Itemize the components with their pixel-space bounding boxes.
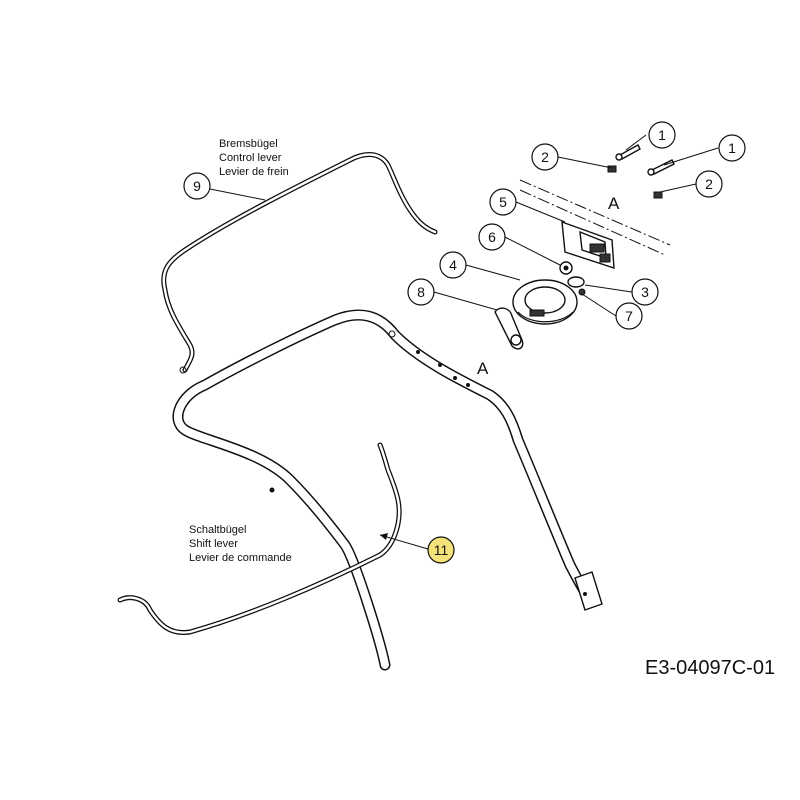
svg-text:9: 9 <box>193 178 201 194</box>
control-housing <box>561 220 615 269</box>
svg-text:6: 6 <box>488 229 496 245</box>
svg-text:4: 4 <box>449 257 457 273</box>
detail-letter-a-upper: A <box>608 194 620 213</box>
cable-reel-cover <box>512 279 578 325</box>
svg-text:3: 3 <box>641 284 649 300</box>
callout-7: 7 <box>615 302 643 330</box>
shift-lever-label-de: Schaltbügel <box>189 524 247 536</box>
cable-clip <box>494 307 524 350</box>
brake-lever-label-fr: Levier de frein <box>219 166 289 178</box>
small-parts <box>559 261 586 296</box>
detail-letter-a-lower: A <box>477 359 489 378</box>
callout-1b: 1 <box>718 134 746 162</box>
callout-2b: 2 <box>695 170 723 198</box>
brake-lever-label-en: Control lever <box>219 152 282 164</box>
mounting-lines <box>519 179 671 256</box>
upper-handle <box>172 309 603 671</box>
brake-lever-rod <box>161 152 438 374</box>
callout-9: 9 <box>183 172 211 200</box>
callout-5: 5 <box>489 188 517 216</box>
svg-text:1: 1 <box>658 127 666 143</box>
bolts <box>615 144 675 176</box>
drawing-code: E3-04097C-01 <box>645 657 775 679</box>
callout-8: 8 <box>407 278 435 306</box>
callout-11: 11 <box>427 536 455 564</box>
leader-lines <box>209 134 719 550</box>
svg-text:2: 2 <box>705 176 713 192</box>
shift-lever-rod <box>117 442 402 636</box>
shift-lever-label: Schaltbügel Shift lever Levier de comman… <box>189 524 292 564</box>
nuts <box>607 165 663 199</box>
callout-2a: 2 <box>531 143 559 171</box>
callout-1a: 1 <box>648 121 676 149</box>
callout-4: 4 <box>439 251 467 279</box>
shift-lever-label-en: Shift lever <box>189 538 238 550</box>
svg-text:7: 7 <box>625 308 633 324</box>
svg-text:8: 8 <box>417 284 425 300</box>
svg-text:11: 11 <box>434 542 449 558</box>
svg-text:2: 2 <box>541 149 549 165</box>
svg-text:5: 5 <box>499 194 507 210</box>
callout-3: 3 <box>631 278 659 306</box>
shift-lever-label-fr: Levier de commande <box>189 552 292 564</box>
brake-lever-label: Bremsbügel Control lever Levier de frein <box>219 138 289 178</box>
callout-6: 6 <box>478 223 506 251</box>
svg-text:1: 1 <box>728 140 736 156</box>
brake-lever-label-de: Bremsbügel <box>219 138 278 150</box>
